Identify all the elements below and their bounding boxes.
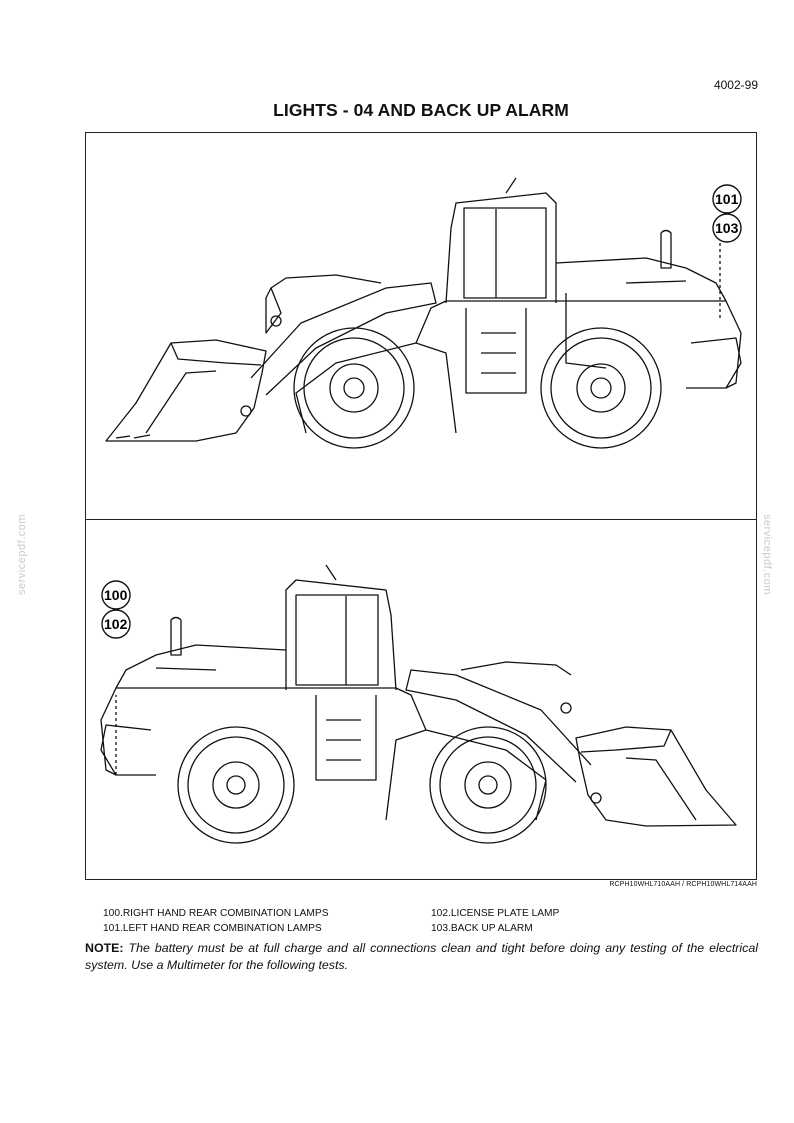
legend-left: 100.RIGHT HAND REAR COMBINATION LAMPS 10… (103, 906, 329, 936)
legend-right: 102.LICENSE PLATE LAMP 103.BACK UP ALARM (431, 906, 559, 936)
loader-drawing-bottom: 100 102 (100, 564, 737, 844)
note-paragraph: NOTE: The battery must be at full charge… (85, 940, 758, 974)
loader-left-side-view: 101 103 (86, 133, 756, 520)
watermark-left: servicepdf.com (16, 514, 28, 595)
figure-reference: RCPH10WHL710AAH / RCPH10WHL714AAH (609, 881, 757, 888)
legend-item: 101.LEFT HAND REAR COMBINATION LAMPS (103, 923, 322, 934)
callout-102: 102 (101, 609, 131, 639)
loader-drawing-top: 101 103 (105, 177, 742, 449)
page-number: 4002-99 (713, 78, 758, 92)
legend-item: 103.BACK UP ALARM (431, 923, 533, 934)
loader-right-side-view: 100 102 (86, 520, 756, 879)
legend-item: 100.RIGHT HAND REAR COMBINATION LAMPS (103, 908, 329, 919)
callout-102-label: 102 (104, 616, 128, 632)
callout-100: 100 (101, 580, 131, 610)
page-title: LIGHTS - 04 AND BACK UP ALARM (273, 100, 569, 120)
note-label: NOTE: (85, 941, 124, 955)
callout-101-label: 101 (715, 191, 739, 207)
callout-100-label: 100 (104, 587, 128, 603)
loader-illustration-figure: 101 103 (85, 132, 757, 880)
watermark-right: servicepdf.com (761, 514, 773, 595)
note-text: The battery must be at full charge and a… (85, 941, 758, 972)
legend-item: 102.LICENSE PLATE LAMP (431, 908, 560, 919)
callout-101: 101 (712, 184, 742, 214)
callout-103: 103 (712, 213, 742, 243)
callout-103-label: 103 (715, 220, 739, 236)
